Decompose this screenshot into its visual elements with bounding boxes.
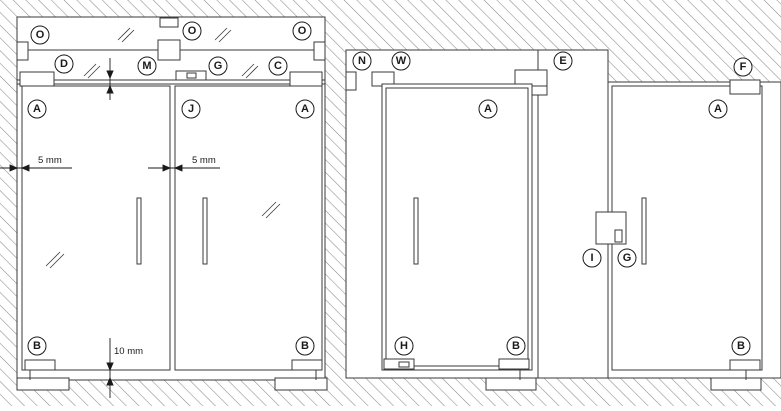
top-wall-clamp-middle [345, 71, 357, 91]
dimension-markers [0, 58, 220, 398]
right-door-leaf [611, 85, 763, 371]
callout-B-far-right: B [737, 340, 745, 352]
callout-I: I [590, 252, 593, 264]
callout-G-lock: G [623, 252, 632, 264]
bottom-patch-right [291, 359, 323, 371]
right-door-leaf [174, 85, 323, 371]
bottom-patch-right-door [729, 359, 761, 371]
callout-A-middle: A [484, 103, 492, 115]
dim-label-bottom: 10 mm [114, 346, 143, 357]
top-patch-right-door [729, 79, 761, 95]
callout-G-beam: G [214, 60, 223, 72]
dim-label-side-left: 5 mm [38, 155, 62, 166]
single-door-lock-assembly [595, 79, 781, 391]
callout-O-left: O [36, 29, 45, 41]
callout-C: C [274, 60, 282, 72]
callout-H: H [400, 340, 408, 352]
callout-J: J [188, 103, 194, 115]
callout-N: N [358, 55, 366, 67]
callout-O-right: O [298, 25, 307, 37]
callout-B-left: B [33, 340, 41, 352]
lock-box-right [595, 211, 627, 245]
left-door-handle [136, 197, 142, 265]
top-center-clamp [159, 17, 179, 28]
right-wall-clamp [313, 41, 326, 61]
right-door-handle [202, 197, 208, 265]
left-wall-clamp [16, 41, 29, 61]
callout-O-center: O [188, 25, 197, 37]
callout-M: M [142, 60, 151, 72]
callout-B-middle: B [512, 340, 520, 352]
top-patch-right [289, 71, 323, 87]
top-patch-left [19, 71, 55, 87]
callout-W: W [396, 55, 407, 67]
double-door-assembly [16, 16, 328, 391]
mid-connector-block [157, 39, 181, 61]
beam-lock-box [175, 70, 207, 81]
floor-plate-right [274, 377, 328, 391]
floor-plate-left [16, 377, 70, 391]
floor-plate-right-door [710, 377, 762, 391]
callout-F: F [740, 61, 747, 73]
callout-D: D [60, 58, 68, 70]
dim-label-side-right: 5 mm [192, 155, 216, 166]
floor-plate-middle [485, 377, 537, 391]
bottom-patch-left [24, 359, 56, 371]
left-door-leaf [21, 85, 171, 371]
single-door-sidepanel-assembly [345, 49, 609, 391]
callouts [27, 21, 753, 356]
callout-B-right: B [301, 340, 309, 352]
callout-A-right: A [301, 103, 309, 115]
bottom-patch-middle-right [498, 358, 530, 370]
right-door-handle-single [641, 197, 647, 265]
middle-door-handle [413, 197, 419, 265]
callout-E: E [559, 55, 566, 67]
callout-A-left: A [33, 103, 41, 115]
callout-A-far-right: A [714, 103, 722, 115]
middle-door-leaf [381, 83, 533, 371]
